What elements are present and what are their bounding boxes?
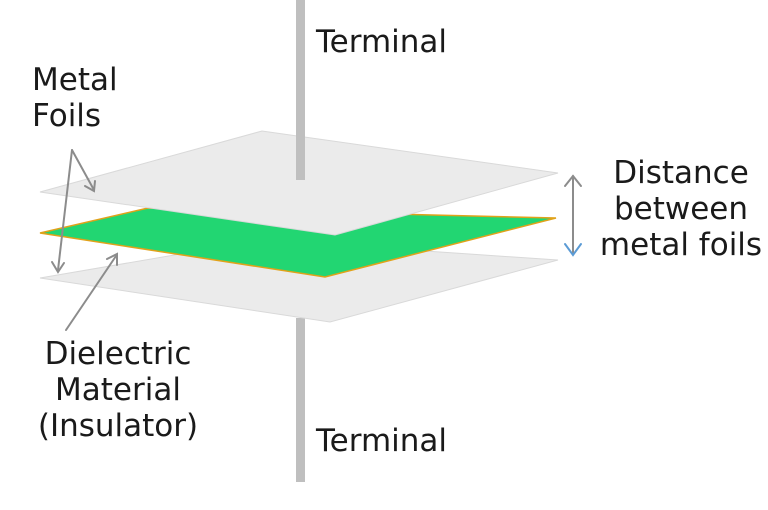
distance-label-line-2: between	[613, 191, 749, 227]
terminal-label-bottom: Terminal	[316, 423, 448, 459]
pointer-arrow-top-foil	[71, 149, 95, 191]
terminal-lead-top	[296, 0, 305, 180]
metal-foils-label-line-2: Foils	[32, 98, 102, 134]
metal-foils-label: Metal Foils	[32, 62, 118, 134]
dielectric-label: Dielectric Material (Insulator)	[20, 336, 216, 444]
arrow-head	[51, 261, 65, 274]
arrow-head	[106, 252, 118, 266]
metal-foils-pointer-arrows	[51, 149, 96, 274]
terminal-label-top: Terminal	[316, 24, 448, 60]
distance-label-line-3: metal foils	[599, 227, 763, 263]
arrow-head-down	[564, 243, 582, 257]
metal-foil-top	[39, 130, 559, 236]
pointer-arrow-bottom-foil	[57, 149, 73, 271]
arrow-head	[84, 180, 96, 193]
terminal-lead-bottom	[296, 318, 305, 482]
arrow-head-up	[564, 174, 582, 187]
metal-foils-label-line-1: Metal	[32, 62, 118, 98]
dielectric-label-line-1: Dielectric	[44, 336, 192, 372]
dielectric-pointer-arrow	[65, 252, 118, 331]
dielectric-label-line-2: Material	[55, 372, 181, 408]
dielectric-label-line-3: (Insulator)	[37, 408, 199, 444]
distance-double-arrow	[564, 174, 582, 257]
dielectric-layer	[39, 207, 557, 278]
distance-label-line-1: Distance	[613, 155, 749, 191]
distance-label: Distance between metal foils	[596, 155, 766, 263]
